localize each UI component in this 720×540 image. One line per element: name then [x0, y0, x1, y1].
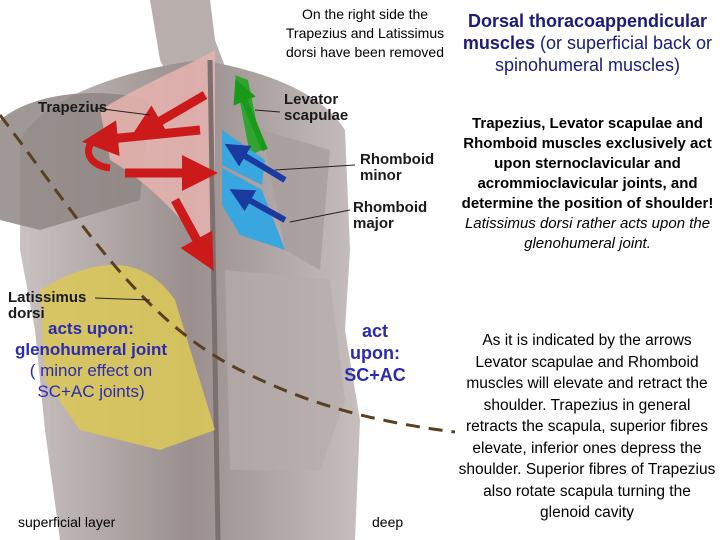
paragraph-2: As it is indicated by the arrows Levator… — [458, 332, 716, 521]
anatomy-figure: Anatomy Trapezius Levator scapulae Rhomb… — [0, 0, 455, 540]
blue-arrow-1 — [224, 143, 287, 183]
red-curve-arrow — [85, 131, 111, 172]
label-latissimus: Latissimus dorsi — [8, 289, 87, 322]
spine — [207, 59, 221, 540]
removal-note: On the right side the Trapezius and Lati… — [285, 6, 445, 60]
acts-mid-line3: SC+AC — [344, 365, 406, 385]
green-arrow — [233, 78, 268, 152]
watermark: Anatomy — [392, 525, 428, 535]
red-arrow-4 — [171, 197, 214, 271]
para1-italic: Latissimus dorsi rather acts upon the gl… — [464, 215, 711, 252]
acts-left-text: acts upon: glenohumeral joint ( minor ef… — [0, 318, 182, 402]
trapezius-leader — [94, 107, 151, 116]
acts-left-line1: acts upon: — [48, 319, 134, 338]
title-rest: (or superficial back or spinohumeral mus… — [494, 33, 713, 75]
label-rhomboid-major: Rhomboid major — [353, 199, 428, 232]
acts-left-line4: SC+AC joints) — [37, 382, 145, 401]
acts-mid-line2: upon: — [350, 343, 400, 363]
red-arrow-2 — [82, 120, 201, 157]
red-arrow-1 — [129, 91, 208, 140]
title-bold: Dorsal thoracoappendicular muscles — [462, 11, 708, 53]
paragraph-1: Trapezius, Levator scapulae and Rhomboid… — [455, 114, 720, 254]
latissimus-leader — [94, 297, 151, 301]
levator-leader — [254, 109, 281, 113]
right-back-muscles — [225, 270, 345, 470]
latissimus-shape — [40, 265, 215, 450]
right-scapula — [262, 130, 330, 270]
rhomboid-minor-leader — [274, 164, 356, 171]
acts-left-line2: glenohumeral joint — [14, 340, 168, 359]
page-title: Dorsal thoracoappendicular muscles (or s… — [455, 10, 720, 76]
para1-bold: Trapezius, Levator scapulae and Rhomboid… — [461, 115, 714, 212]
blue-arrow-2 — [229, 189, 287, 223]
acts-mid-line1: act — [361, 321, 388, 341]
rhomboid-major-leader — [289, 209, 351, 223]
dashed-divider — [0, 114, 455, 434]
deep-layer-label: deep — [372, 514, 404, 530]
label-trapezius: Trapezius — [38, 99, 108, 116]
label-levator: Levator scapulae — [284, 91, 349, 124]
label-rhomboid-minor: Rhomboid minor — [360, 151, 435, 184]
acts-left-line3: ( minor effect on — [29, 361, 153, 380]
acts-mid-text: act upon: SC+AC — [330, 320, 420, 386]
superficial-layer-label: superficial layer — [18, 514, 116, 530]
back-muscles-illustration: Anatomy — [0, 0, 455, 540]
